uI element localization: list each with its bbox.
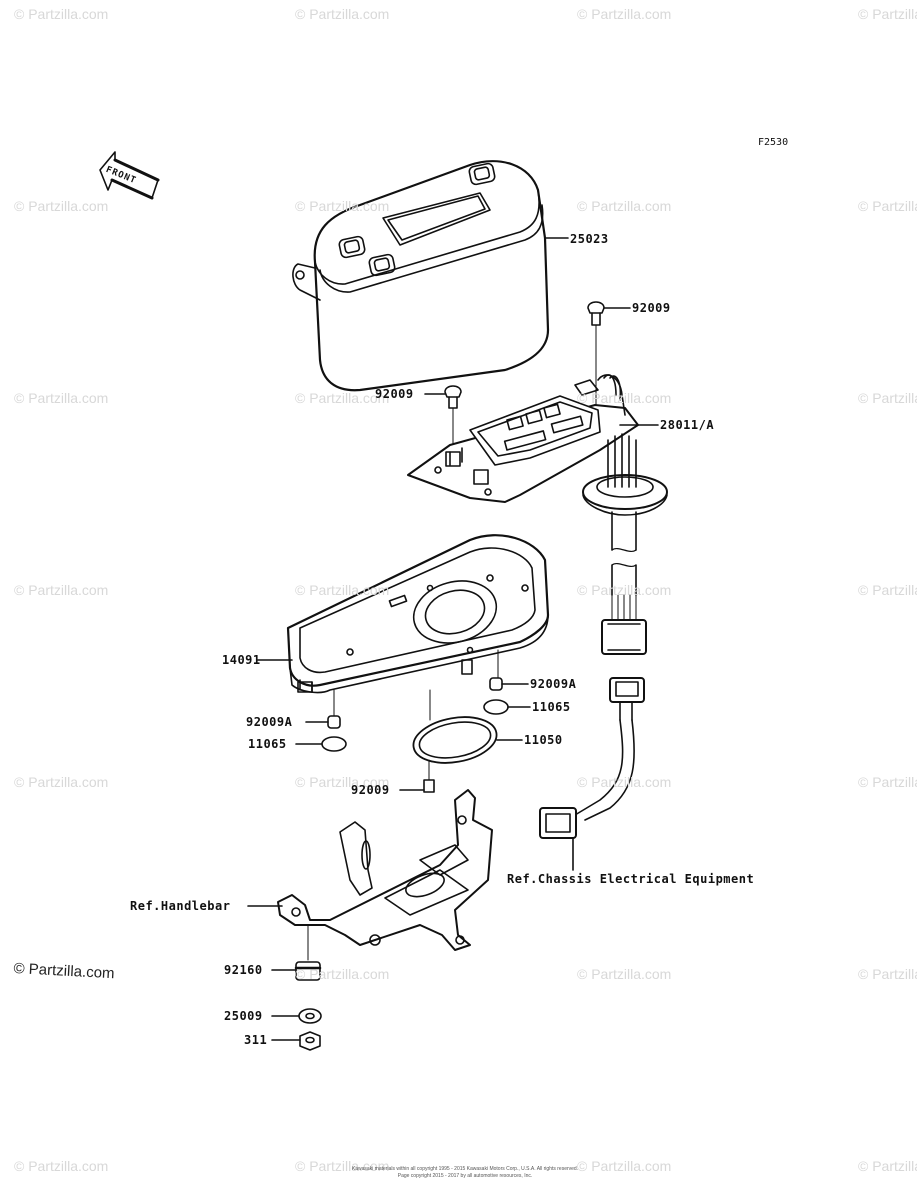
watermark: © Partzilla.com — [577, 582, 672, 598]
watermark: © Partzilla.com — [577, 966, 672, 982]
copyright-line-1: Kawasaki materials within all copyright … — [351, 1166, 579, 1172]
watermark: © Partzilla.com — [295, 1158, 390, 1174]
nut-311 — [271, 1031, 321, 1051]
copyright-line-2: Page copyright 2015 - 2017 by all automo… — [397, 1173, 533, 1179]
figure-code: F2530 — [758, 137, 789, 148]
watermark: © Partzilla.com — [577, 198, 672, 214]
part-label-ref-handlebar[interactable]: Ref.Handlebar — [130, 899, 231, 913]
part-label-screw-a-right[interactable]: 92009A — [530, 677, 577, 691]
gasket — [412, 689, 523, 764]
watermark: © Partzilla.com — [577, 390, 672, 406]
watermark: © Partzilla.com — [14, 582, 109, 598]
part-label-case[interactable]: 14091 — [222, 653, 261, 667]
washer-left — [295, 736, 347, 752]
part-label-nut[interactable]: 311 — [244, 1033, 268, 1047]
watermark: © Partzilla.com — [295, 198, 390, 214]
damper — [271, 961, 322, 981]
watermark: © Partzilla.com — [858, 390, 917, 406]
watermark: © Partzilla.com — [858, 1158, 917, 1174]
part-label-washer-right[interactable]: 11065 — [532, 700, 571, 714]
washer-right — [483, 699, 531, 715]
screw-a-right — [489, 677, 529, 691]
watermark: © Partzilla.com — [295, 774, 390, 790]
watermark: © Partzilla.com — [577, 774, 672, 790]
front-arrow-icon — [99, 151, 160, 200]
part-label-gasket[interactable]: 11050 — [524, 733, 563, 747]
watermark: © Partzilla.com — [577, 1158, 672, 1174]
part-label-washer[interactable]: 25009 — [224, 1009, 263, 1023]
watermark: © Partzilla.com — [858, 774, 917, 790]
washer-25009 — [271, 1008, 322, 1024]
part-label-screw-top-left[interactable]: 92009 — [375, 387, 414, 401]
part-label-screw-bottom[interactable]: 92009 — [351, 783, 390, 797]
meter-unit — [407, 374, 668, 655]
watermark: © Partzilla.com — [295, 966, 390, 982]
watermark: © Partzilla.com — [14, 774, 109, 790]
part-label-cover[interactable]: 25023 — [570, 232, 609, 246]
part-label-meter-unit[interactable]: 28011/A — [660, 418, 715, 432]
watermark: © Partzilla.com — [858, 198, 917, 214]
bracket — [247, 789, 493, 961]
screw-bottom — [399, 759, 435, 793]
meter-cover — [292, 160, 569, 392]
part-label-ref-chassis[interactable]: Ref.Chassis Electrical Equipment — [507, 872, 755, 886]
watermark: © Partzilla.com — [577, 6, 672, 22]
part-label-washer-left[interactable]: 11065 — [248, 737, 287, 751]
copyright-footer: Kawasaki materials within all copyright … — [350, 1166, 580, 1180]
watermark: © Partzilla.com — [295, 6, 390, 22]
part-label-screw-top-right[interactable]: 92009 — [632, 301, 671, 315]
screw-a-left — [305, 689, 341, 729]
watermark: © Partzilla.com — [14, 390, 109, 406]
watermark: © Partzilla.com — [14, 6, 109, 22]
watermark: © Partzilla.com — [295, 390, 390, 406]
watermark: © Partzilla.com — [858, 582, 917, 598]
meter-case — [257, 534, 550, 694]
watermark: © Partzilla.com — [14, 198, 109, 214]
chassis-connector — [539, 677, 645, 871]
part-label-damper[interactable]: 92160 — [224, 963, 263, 977]
watermark: © Partzilla.com — [858, 966, 917, 982]
watermark: © Partzilla.com — [295, 582, 390, 598]
watermark: © Partzilla.com — [14, 1158, 109, 1174]
watermark: © Partzilla.com — [858, 6, 917, 22]
part-label-screw-a-left[interactable]: 92009A — [246, 715, 293, 729]
